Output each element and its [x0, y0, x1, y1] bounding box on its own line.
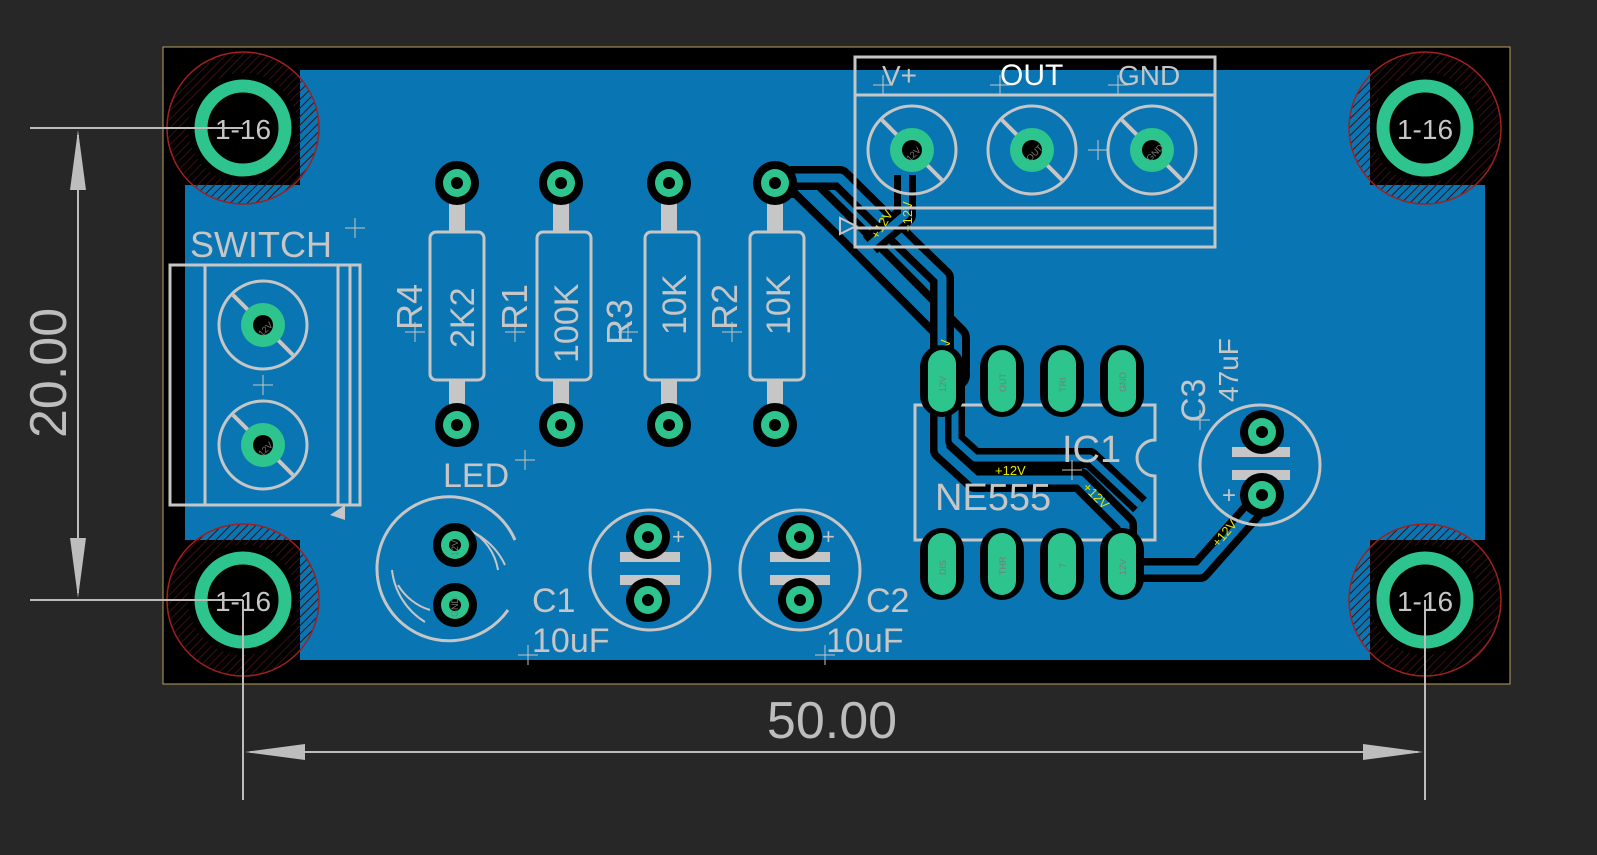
polarity-plus: + [1222, 482, 1236, 509]
mounting-hole-top-right: 1-16 [1348, 51, 1502, 205]
resistor-name: R3 [599, 299, 640, 345]
resistor-r3: R3 10K [599, 161, 701, 447]
led: LED 12V GND [375, 457, 517, 643]
polarity-plus: + [822, 524, 835, 549]
resistor-r2: R2 10K [704, 161, 806, 447]
dimension-height-value: 20.00 [20, 308, 78, 438]
dimension-height: 20.00 [20, 127, 243, 601]
dimension-width: 50.00 [242, 600, 1426, 800]
capacitor-name: C3 [1175, 379, 1213, 422]
resistor-r1: R1 100K [494, 161, 593, 447]
ic-pin-label: THR [998, 556, 1008, 575]
ic1-ne555: IC1 NE555 12V OUT TRI GND DIS THR 7 12V [913, 345, 1157, 600]
polarity-plus: + [672, 524, 685, 549]
ic-pin-label: 12V [938, 376, 948, 392]
resistor-r4: R4 2K2 [389, 161, 486, 447]
ic-pin-label: DIS [938, 560, 948, 575]
resistor-value: 100K [548, 283, 586, 363]
capacitor-name: C2 [866, 582, 909, 620]
resistor-value: 2K2 [444, 288, 482, 349]
resistor-value: 10K [656, 274, 694, 335]
capacitor-c2: + C2 10uF [738, 508, 909, 660]
copper-pour [185, 70, 1485, 660]
origin-markers [253, 75, 1210, 665]
ic-pin-label: GND [1118, 372, 1128, 393]
pin-label: GND [450, 597, 460, 618]
capacitor-value: 47uF [1213, 338, 1244, 402]
terminal-pin-out: OUT [986, 104, 1078, 196]
ic-pin-label: TRI [1058, 378, 1068, 393]
switch-label: SWITCH [190, 224, 332, 265]
terminal-block: V+ OUT GND 12V OUT GND [839, 55, 1217, 249]
switch-pin-1: 12V [217, 279, 309, 371]
terminal-pin-vplus: 12V [866, 104, 958, 196]
pin-label: 12V [450, 540, 460, 556]
dimension-width-value: 50.00 [767, 692, 897, 750]
ic-name: IC1 [1062, 429, 1121, 471]
capacitor-c1: + C1 10uF [532, 508, 712, 660]
resistor-name: R4 [389, 284, 430, 330]
terminal-label-gnd: GND [1118, 60, 1180, 91]
led-label: LED [443, 457, 509, 495]
net-label: +12V [995, 463, 1026, 478]
capacitor-value: 10uF [826, 622, 904, 660]
ic-pin-label: 7 [1058, 563, 1068, 568]
switch: SWITCH 12V 12V [168, 224, 362, 520]
hole-label: 1-16 [215, 114, 271, 145]
ic-part: NE555 [935, 477, 1051, 519]
switch-pin-2: 12V [217, 399, 309, 491]
capacitor-c3: + C3 47uF [1175, 338, 1322, 527]
terminal-label-vplus: V+ [882, 60, 917, 91]
resistor-value: 10K [760, 274, 798, 335]
terminal-label-out: OUT [1000, 59, 1063, 92]
resistor-name: R2 [704, 284, 745, 330]
hole-label: 1-16 [1397, 114, 1453, 145]
ic-pin-label: OUT [998, 373, 1008, 393]
ic-pin-label: 12V [1118, 559, 1128, 575]
capacitor-value: 10uF [532, 622, 610, 660]
capacitor-name: C1 [532, 582, 575, 620]
